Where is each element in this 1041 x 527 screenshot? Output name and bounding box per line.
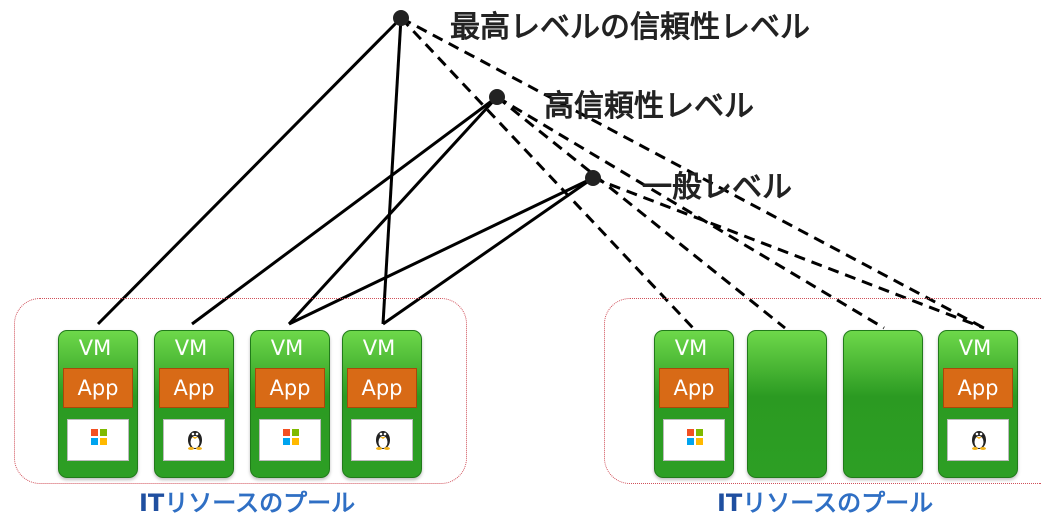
vm-card-4: VM App [342,330,422,478]
os-box [351,419,413,461]
app-label: App [159,368,229,408]
resource-pool-left [14,298,467,484]
node-general-dot [585,170,601,186]
os-box [947,419,1009,461]
vm-card-8: VM App [938,330,1018,478]
windows-logo-icon [283,429,299,445]
linux-tux-icon [188,431,202,450]
app-label: App [943,368,1013,408]
solid-link-general-vm4 [382,176,594,326]
solid-link-general-vm3 [288,176,594,326]
app-label: App [659,368,729,408]
windows-logo-icon [687,429,703,445]
solid-link-highest-vm1 [96,16,403,326]
node-high-dot [489,89,505,105]
resource-pool-right [604,298,1041,484]
pool-label-right: ITリソースのプール [717,489,934,517]
dashed-link-highest-vm8 [400,16,985,330]
os-box [67,419,129,461]
dashed-link-general-vm8 [592,176,985,330]
os-box [663,419,725,461]
vm-label: VM [674,336,708,360]
dashed-link-high-vm7 [496,95,885,330]
solid-link-high-vm3 [287,95,499,326]
vm-card-empty-6 [747,330,827,478]
dashed-link-high-vm6 [496,95,786,330]
vm-label: VM [270,336,304,360]
vm-card-2: VM App [154,330,234,478]
app-label: App [255,368,325,408]
app-label: App [347,368,417,408]
node-highest-dot [393,10,409,26]
vm-label: VM [78,336,112,360]
os-box [163,419,225,461]
vm-card-5: VM App [654,330,734,478]
level-label-general: 一般レベル [642,170,792,205]
os-box [259,419,321,461]
windows-logo-icon [91,429,107,445]
solid-link-highest-vm4 [381,17,403,325]
app-label: App [63,368,133,408]
level-label-high: 高信頼性レベル [544,89,754,124]
vm-card-3: VM App [250,330,330,478]
solid-link-high-vm2 [191,95,498,326]
level-label-highest: 最高レベルの信頼性レベル [450,10,810,45]
vm-label: VM [362,336,396,360]
vm-card-1: VM App [58,330,138,478]
linux-tux-icon [376,431,390,450]
vm-label: VM [958,336,992,360]
linux-tux-icon [972,431,986,450]
vm-card-empty-7 [843,330,923,478]
pool-label-left: ITリソースのプール [139,489,356,517]
vm-label: VM [174,336,208,360]
